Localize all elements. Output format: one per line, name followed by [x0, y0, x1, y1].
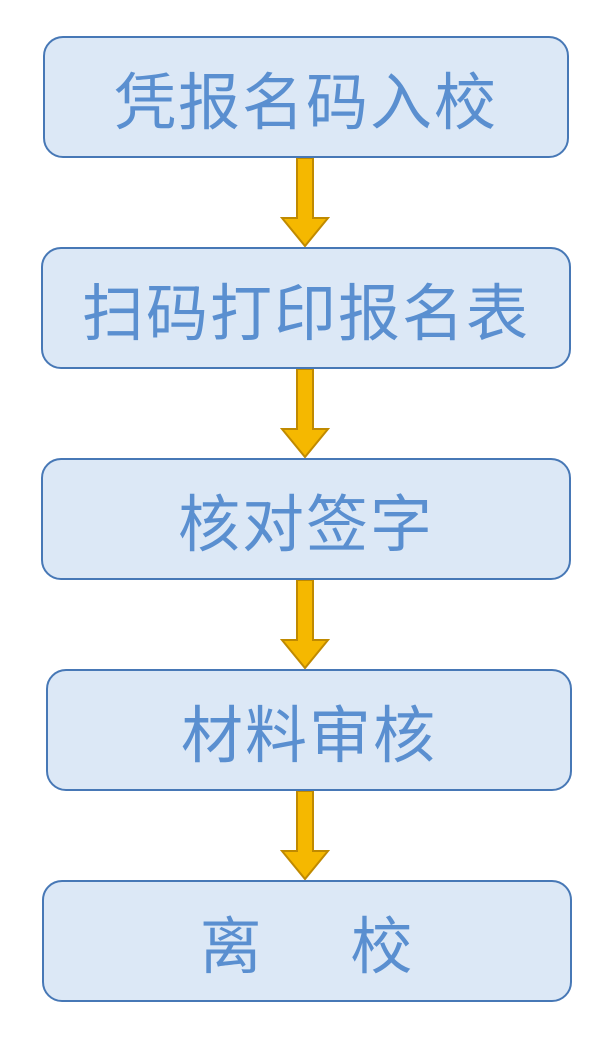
step-1-label: 凭报名码入校	[113, 66, 498, 139]
step-scan-code-print-form: 扫码打印报名表	[41, 247, 571, 369]
step-verify-and-sign: 核对签字	[41, 458, 571, 580]
step-3-label: 核对签字	[177, 488, 434, 561]
step-leave-school: 离 校	[42, 880, 572, 1002]
step-document-review: 材料审核	[46, 669, 572, 791]
step-2-label: 扫码打印报名表	[81, 277, 530, 350]
step-enter-school-with-registration-code: 凭报名码入校	[43, 36, 569, 158]
down-arrow-icon	[280, 791, 330, 881]
step-4-label: 材料审核	[180, 699, 437, 772]
down-arrow-icon	[280, 369, 330, 459]
down-arrow-icon	[280, 580, 330, 670]
step-5-label: 离 校	[199, 910, 415, 983]
down-arrow-icon	[280, 158, 330, 248]
